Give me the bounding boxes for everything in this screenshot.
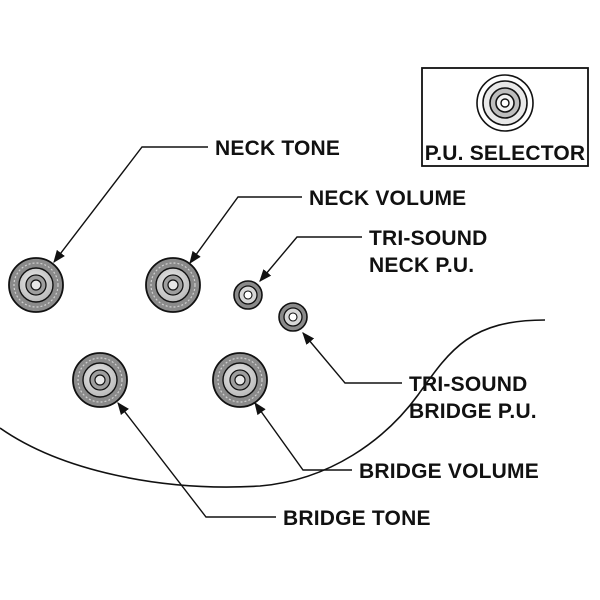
tri-sound-neck-switch[interactable] (233, 280, 263, 310)
tri-sound-neck-label-line2: NECK P.U. (369, 254, 474, 277)
pu-selector-label: P.U. SELECTOR (425, 142, 586, 165)
neck-tone-knob[interactable] (8, 257, 64, 313)
neck-tone-leader (53, 146, 208, 264)
bridge-volume-knob[interactable] (212, 352, 268, 408)
bridge-tone-knob[interactable] (72, 352, 128, 408)
tri-sound-bridge-label-line2: BRIDGE P.U. (409, 400, 537, 423)
neck-volume-leader (189, 196, 302, 265)
tri-sound-neck-label-line1: TRI-SOUND (369, 227, 487, 250)
tri-sound-neck-leader (259, 236, 362, 282)
tri-sound-bridge-label-line1: TRI-SOUND (409, 373, 527, 396)
tri-sound-bridge-leader (302, 332, 402, 384)
bridge-tone-leader (117, 402, 276, 518)
bridge-volume-label: BRIDGE VOLUME (359, 460, 539, 483)
guitar-body-outline (0, 319, 546, 488)
pu-selector-inset: P.U. SELECTOR (421, 67, 589, 167)
bridge-volume-leader (254, 401, 352, 471)
pu-selector-switch[interactable] (476, 74, 534, 132)
neck-tone-label: NECK TONE (215, 137, 340, 160)
neck-volume-knob[interactable] (145, 257, 201, 313)
neck-volume-label: NECK VOLUME (309, 187, 466, 210)
tri-sound-bridge-switch[interactable] (278, 302, 308, 332)
bridge-tone-label: BRIDGE TONE (283, 507, 431, 530)
